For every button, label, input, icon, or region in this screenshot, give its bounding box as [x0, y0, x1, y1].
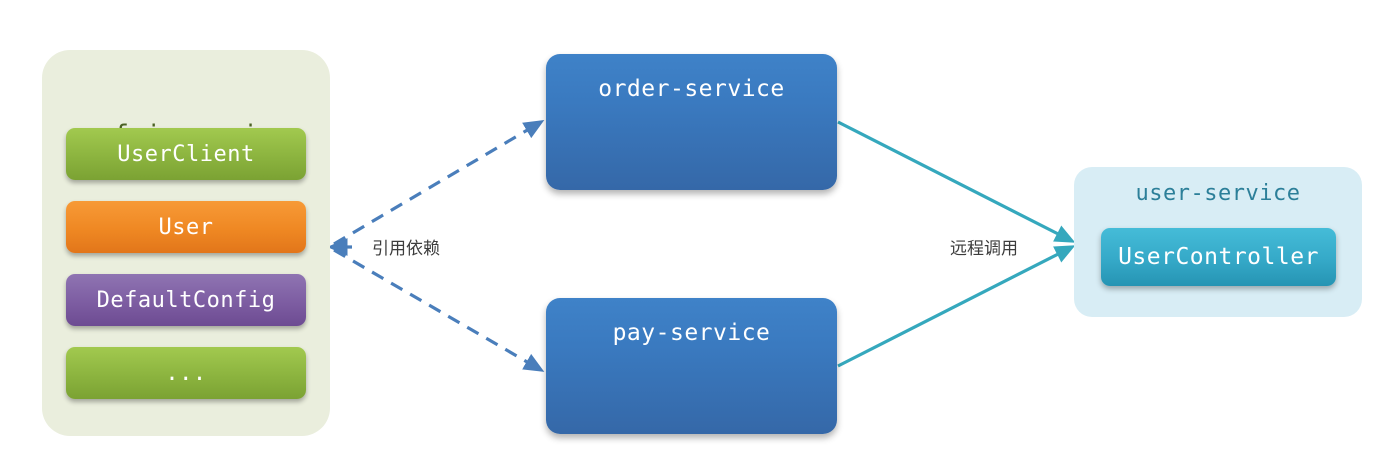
pay-service-box[interactable]: pay-service — [546, 298, 837, 434]
edge-pay-to-user — [837, 245, 1076, 368]
edge-label-dependency: 引用依赖 — [372, 239, 440, 259]
component-label: DefaultConfig — [96, 287, 276, 313]
user-service-panel: user-service UserController — [1074, 167, 1362, 317]
pay-service-label: pay-service — [612, 320, 771, 346]
user-service-title: user-service — [1135, 181, 1301, 206]
order-service-box[interactable]: order-service — [546, 54, 837, 190]
component-default-config[interactable]: DefaultConfig — [66, 274, 306, 326]
edge-label-remote-call: 远程调用 — [950, 239, 1018, 259]
edge-feign-to-order — [333, 120, 545, 246]
edge-feign-to-pay — [333, 248, 545, 372]
feign-api-panel: feign-api UserClient User DefaultConfig … — [42, 50, 330, 436]
component-label: ... — [165, 360, 207, 386]
edge-order-to-user — [837, 120, 1076, 243]
user-controller-box[interactable]: UserController — [1101, 228, 1336, 286]
component-ellipsis[interactable]: ... — [66, 347, 306, 399]
component-user[interactable]: User — [66, 201, 306, 253]
component-label: User — [158, 214, 214, 240]
component-label: UserClient — [117, 141, 255, 167]
order-service-label: order-service — [598, 76, 785, 102]
component-user-client[interactable]: UserClient — [66, 128, 306, 180]
user-controller-label: UserController — [1118, 244, 1319, 270]
